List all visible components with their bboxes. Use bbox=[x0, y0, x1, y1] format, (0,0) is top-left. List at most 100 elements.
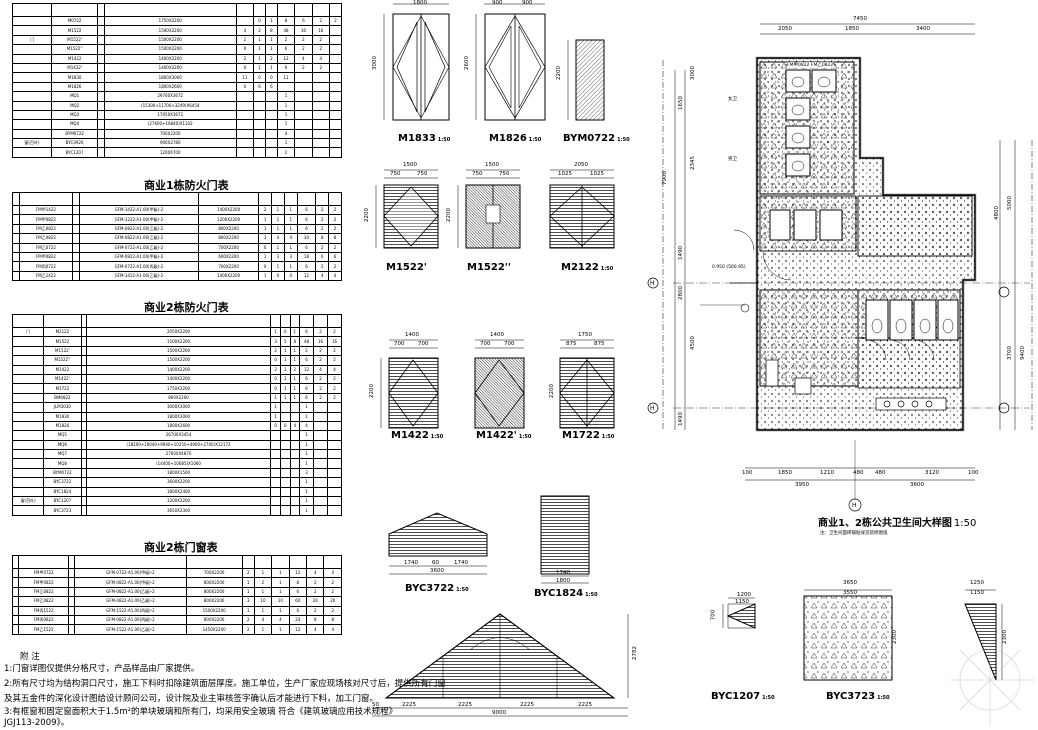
door-m1826-elevation bbox=[475, 3, 546, 121]
window-right-small-elevation bbox=[964, 589, 1003, 681]
dim: 2225 bbox=[578, 702, 592, 708]
dim: 1500 bbox=[485, 162, 499, 168]
dim: 3650 bbox=[843, 580, 857, 586]
table-cell bbox=[67, 624, 76, 635]
table-header-row bbox=[12, 3, 343, 17]
door-m1522b-elevation bbox=[457, 169, 521, 249]
table-cell bbox=[326, 505, 343, 516]
table-cell bbox=[11, 505, 45, 516]
dim: 1025 bbox=[558, 171, 572, 177]
notes-title: 附 注 bbox=[20, 652, 40, 662]
plan-right-dim: 3700 bbox=[1007, 346, 1013, 360]
plan-left-dim: 3000 bbox=[690, 66, 696, 80]
table-cell: FM乙1422 bbox=[18, 270, 73, 282]
dim: 2225 bbox=[402, 702, 416, 708]
dim: 2782 bbox=[632, 646, 638, 660]
table-cell: 0 bbox=[283, 270, 298, 282]
dim: 50 bbox=[372, 702, 379, 708]
dim: 900 bbox=[522, 0, 533, 6]
plan-left-dim: 1490 bbox=[678, 246, 684, 260]
window-byc3722-elevation bbox=[388, 512, 488, 575]
plan-left-dim: 7900 bbox=[662, 171, 668, 185]
plan-elevation-tag: 0.950 (500.95) bbox=[712, 265, 746, 270]
door-m1422a-elevation bbox=[474, 339, 525, 429]
dim: 1200 bbox=[737, 592, 751, 598]
toilet-plan-drawing bbox=[647, 23, 1033, 512]
dim: 700 bbox=[418, 341, 429, 347]
dim: 1740 bbox=[404, 560, 418, 566]
dim: 2200 bbox=[364, 208, 370, 222]
table-cell: 1450X2200 bbox=[185, 624, 243, 635]
dim: 1800 bbox=[413, 0, 427, 6]
dim: 9000 bbox=[492, 710, 506, 716]
dim: 3600 bbox=[430, 568, 444, 574]
dim: 1740 bbox=[556, 570, 570, 576]
plan-bottom-dim: 3950 bbox=[795, 482, 809, 488]
plan-bottom-dim: 3600 bbox=[910, 482, 924, 488]
dim: 1500 bbox=[403, 162, 417, 168]
table-cell bbox=[328, 147, 343, 158]
dim: 750 bbox=[499, 171, 510, 177]
dim: 2200 bbox=[446, 208, 452, 222]
plan-top-dim: 1850 bbox=[845, 26, 859, 32]
dim: 2200 bbox=[556, 66, 562, 80]
dim: 1250 bbox=[970, 580, 984, 586]
fire-door-table-1-title: 商业1栋防火门表 bbox=[144, 179, 229, 192]
note-3b: JGJ113-2009》。 bbox=[4, 718, 70, 728]
table-cell bbox=[80, 505, 87, 516]
dim: 900 bbox=[492, 0, 503, 6]
plan-top-dim: 3400 bbox=[916, 26, 930, 32]
door-m1422-elevation bbox=[380, 339, 439, 429]
table-cell bbox=[11, 624, 20, 635]
plan-axis-label: H bbox=[650, 280, 655, 287]
plan-left-dim: 4500 bbox=[690, 336, 696, 350]
table-cell: 1400X2200 bbox=[197, 270, 260, 282]
dim: 2225 bbox=[520, 702, 534, 708]
plan-room-label: 女卫 bbox=[728, 97, 737, 102]
dim: 2050 bbox=[574, 162, 588, 168]
dim: 1150 bbox=[970, 590, 984, 596]
dim: 750 bbox=[390, 171, 401, 177]
plan-top-dim: 2050 bbox=[778, 26, 792, 32]
louver-gable-elevation bbox=[372, 613, 629, 717]
m1522a-label: M1522' bbox=[386, 262, 427, 273]
dim: 700 bbox=[480, 341, 491, 347]
table-cell: 4 bbox=[323, 624, 342, 635]
dim: 700 bbox=[504, 341, 515, 347]
window-byc3723-elevation bbox=[803, 589, 893, 681]
dim: 700 bbox=[394, 341, 405, 347]
plan-subtitle: 注：卫生间面砖铺贴详见装修图纸 bbox=[820, 531, 888, 536]
dim: 875 bbox=[594, 341, 605, 347]
dim: 3550 bbox=[843, 590, 857, 596]
table-cell bbox=[235, 147, 255, 158]
dim: 1740 bbox=[454, 560, 468, 566]
dim: 1800 bbox=[556, 578, 570, 584]
table-cell: 4 bbox=[328, 270, 342, 282]
dim: 750 bbox=[417, 171, 428, 177]
table-cell bbox=[97, 147, 105, 158]
